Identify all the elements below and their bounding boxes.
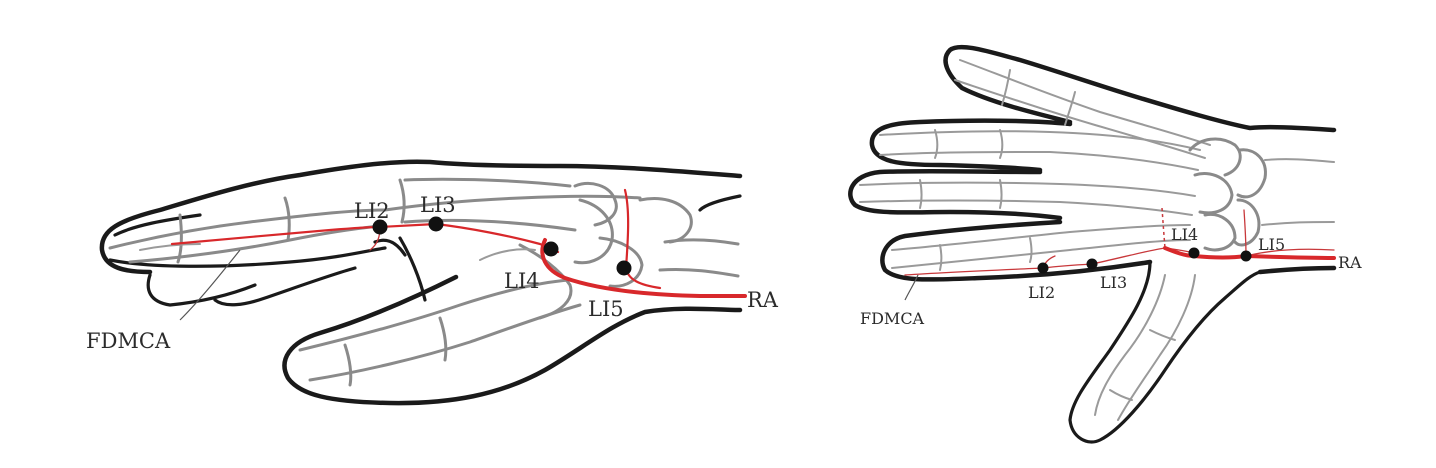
- right-point-li4: [1188, 247, 1200, 259]
- right-artery-dashed: [1161, 207, 1166, 249]
- right-point-li2: [1037, 262, 1049, 274]
- right-hand-figure: LI2 LI3 LI4 LI5 RA FDMCA: [848, 44, 1362, 444]
- right-label-li2: LI2: [1028, 283, 1055, 302]
- left-point-li3: [428, 216, 444, 232]
- left-point-li2: [372, 219, 388, 235]
- right-point-li3: [1086, 258, 1098, 270]
- right-label-li3: LI3: [1100, 273, 1127, 292]
- left-hand-arteries: [170, 188, 747, 298]
- right-label-ra: RA: [1338, 253, 1362, 272]
- left-label-li2: LI2: [354, 199, 390, 223]
- left-label-ra: RA: [747, 288, 779, 312]
- left-hand-bones: [108, 177, 740, 387]
- left-fdmca-leader: [179, 249, 241, 321]
- left-hand-outline: [99, 159, 743, 406]
- left-label-li3: LI3: [420, 193, 456, 217]
- right-fdmca-leader: [904, 274, 919, 301]
- left-point-li4: [543, 241, 559, 257]
- left-label-fdmca: FDMCA: [86, 329, 171, 353]
- left-hand-figure: LI2 LI3 LI4 LI5 RA FDMCA: [86, 159, 779, 406]
- right-point-li5: [1240, 250, 1252, 262]
- left-label-li5: LI5: [588, 297, 624, 321]
- left-point-li5: [616, 260, 632, 276]
- right-label-fdmca: FDMCA: [860, 309, 925, 328]
- left-label-li4: LI4: [504, 269, 540, 293]
- right-hand-bones: [859, 59, 1335, 421]
- right-label-li4: LI4: [1171, 225, 1198, 244]
- right-label-li5: LI5: [1258, 235, 1285, 254]
- right-hand-outline: [848, 44, 1337, 444]
